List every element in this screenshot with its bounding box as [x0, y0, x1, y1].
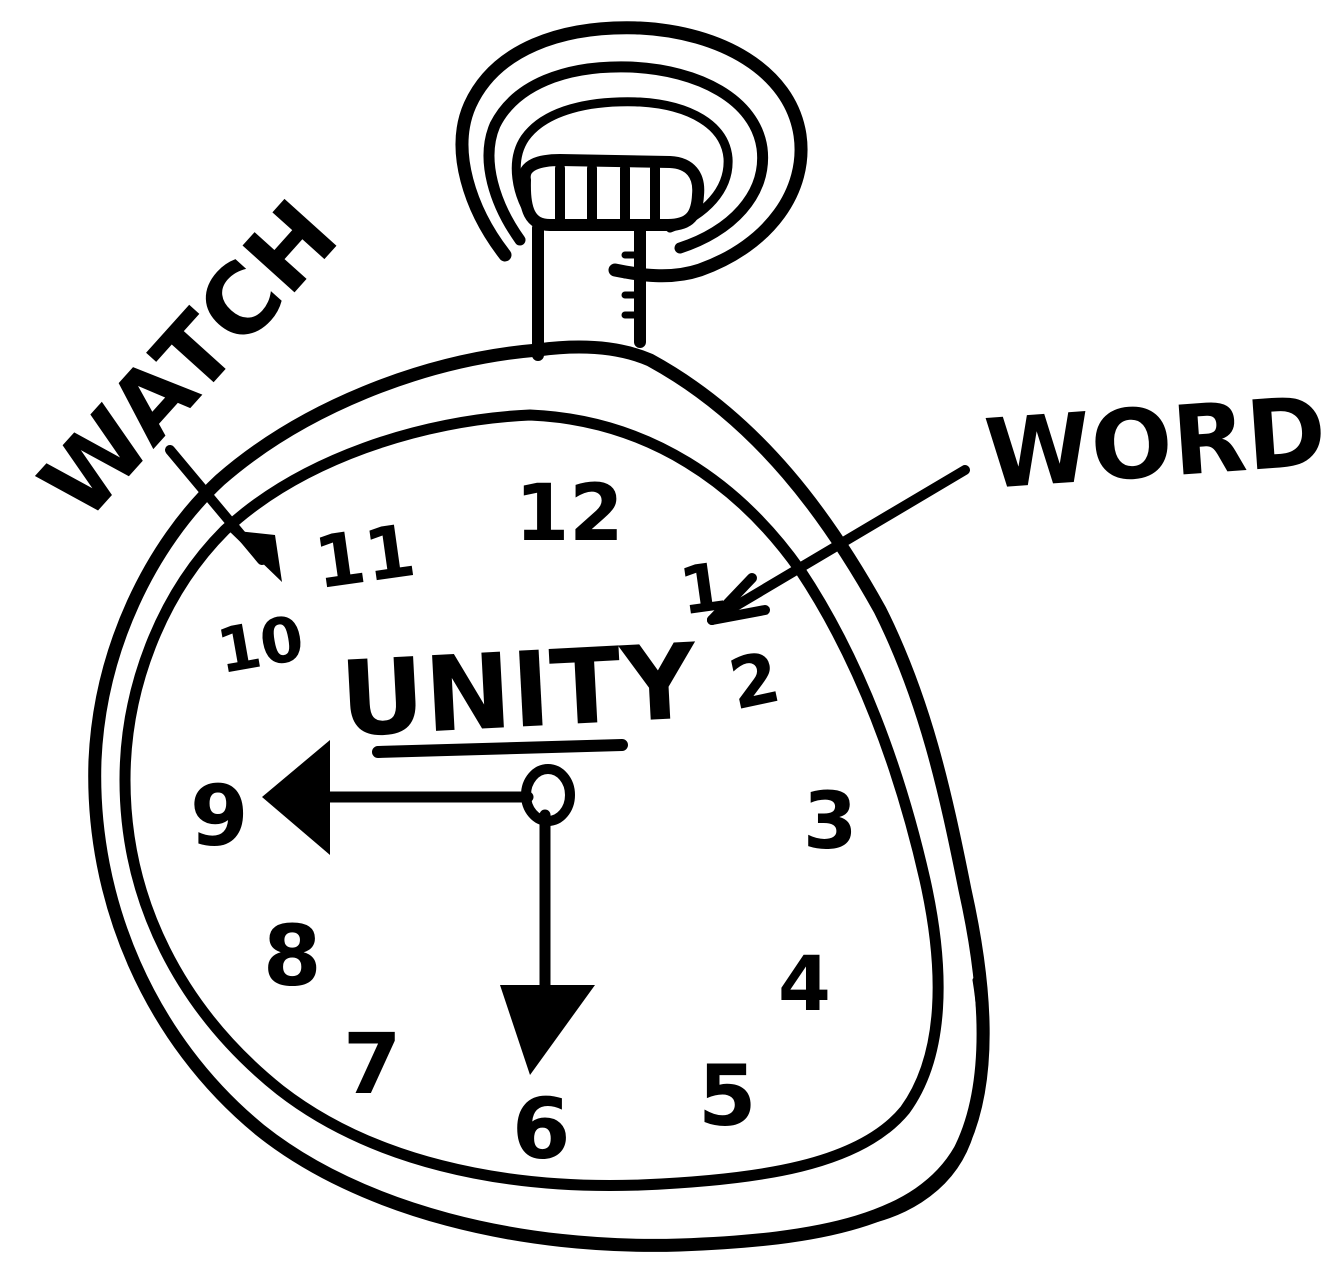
watch-bow — [462, 28, 801, 276]
watch-case-shading — [840, 880, 984, 1225]
numeral-8: 8 — [263, 907, 321, 1005]
hour-hand-arrowhead — [262, 740, 330, 855]
dial-numerals: 12 1 2 3 4 5 6 7 8 9 10 11 — [190, 469, 857, 1178]
numeral-9: 9 — [190, 767, 248, 865]
watch-stem — [538, 228, 640, 355]
numeral-3: 3 — [803, 777, 857, 867]
minute-hand — [500, 815, 595, 1075]
numeral-6: 6 — [512, 1080, 570, 1178]
numeral-12: 12 — [515, 469, 624, 559]
minute-hand-arrowhead — [500, 985, 595, 1075]
unity-label: UNITY — [337, 620, 701, 761]
watch-crown — [525, 160, 699, 225]
watch-label: WATCH — [19, 180, 360, 541]
word-label: WORD — [981, 375, 1329, 511]
numeral-1: 1 — [675, 548, 731, 631]
numeral-11: 11 — [309, 508, 420, 605]
numeral-7: 7 — [343, 1015, 401, 1113]
numeral-5: 5 — [698, 1047, 756, 1145]
numeral-10: 10 — [212, 601, 310, 688]
watch-case-shading-line — [955, 980, 980, 1160]
numeral-4: 4 — [778, 939, 831, 1028]
numeral-2: 2 — [722, 636, 787, 726]
watch-pointer-arrowhead — [228, 530, 282, 582]
word-pointer — [712, 470, 965, 620]
